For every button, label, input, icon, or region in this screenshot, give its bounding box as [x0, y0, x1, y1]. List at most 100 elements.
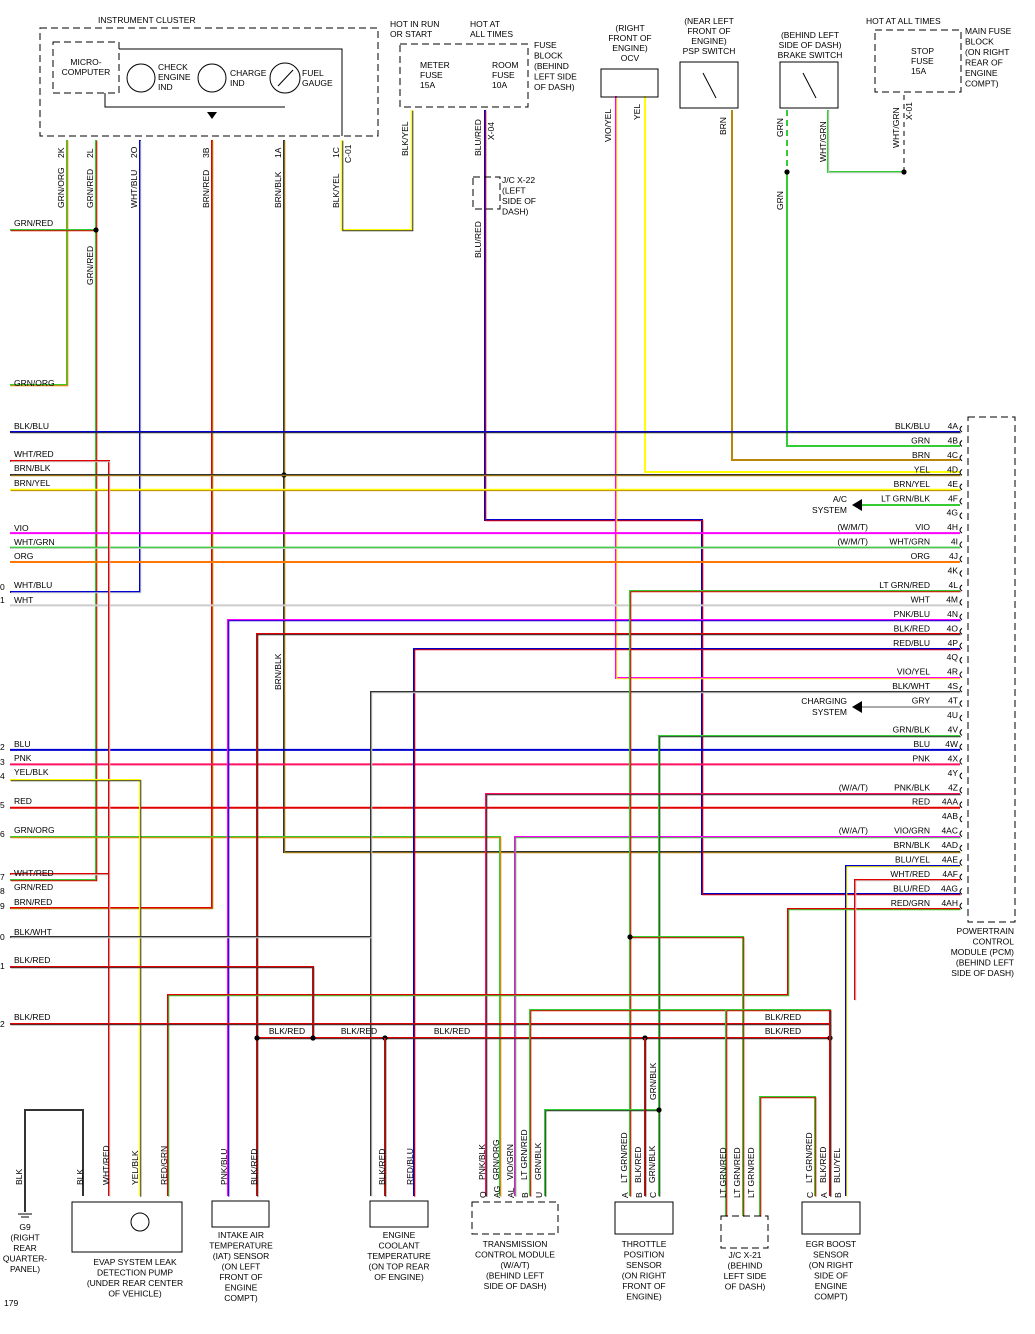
cluster-bus-wire — [119, 48, 343, 136]
main-fuse-block-label: ENGINE — [965, 68, 998, 78]
fuse-block-label: BLOCK — [534, 51, 563, 61]
wire-vio-grn — [514, 836, 960, 1196]
wire-wht-red-pcm-stripe — [855, 880, 961, 1001]
iat-sensor-label: (IAT) SENSOR — [213, 1251, 270, 1261]
wire-grn-blk-tcm-stripe — [545, 1110, 660, 1197]
wire-label-brn: BRN — [718, 117, 728, 135]
jc-x21-label: LEFT SIDE — [724, 1271, 767, 1281]
left-wire-label: BRN/BLK — [14, 463, 51, 473]
egr-wire-label: BLK/RED — [818, 1147, 828, 1183]
wire-pnk-blk-stripe — [486, 794, 961, 1197]
tcm-label: (BEHIND LEFT — [486, 1271, 544, 1281]
pcm-pin-4AH: 4AH — [941, 898, 958, 908]
g9-ground-label: QUARTER- — [3, 1254, 47, 1264]
left-wire-label: GRN/ORG — [14, 825, 55, 835]
wire-lt-grn-red-egr-stripe — [760, 1097, 817, 1217]
pcm-terminal-icon — [959, 729, 963, 736]
pcm-wire-label: VIO/YEL — [897, 667, 930, 677]
pcm-wire-label: BRN/BLK — [894, 840, 931, 850]
pcm-terminal-icon — [959, 642, 963, 650]
pcm-pin-4AB: 4AB — [942, 811, 958, 821]
pcm-terminal-icon — [959, 786, 963, 794]
wire-label-vio-yel: VIO/YEL — [603, 109, 613, 142]
pcm-terminal-icon — [959, 440, 963, 447]
wire-grn-org-lower-stripe — [10, 837, 502, 1197]
pcm-wire-label: LT GRN/BLK — [881, 493, 930, 503]
cluster-wire-label: BRN/BLK — [273, 171, 283, 208]
charge-lamp-icon — [197, 63, 227, 93]
wire-blk-red-1 — [10, 966, 314, 1038]
cluster-pin-2O: 2O — [129, 146, 139, 158]
pcm-pin-4U: 4U — [947, 710, 958, 720]
pcm-pin-4AD: 4AD — [941, 840, 958, 850]
pcm-terminal-icon — [959, 570, 963, 577]
pcm-pin-note: (W/M/T) — [837, 537, 868, 547]
splice-dot — [627, 934, 633, 940]
tcm-pin-U: U — [534, 1192, 544, 1198]
pcm-pin-4B: 4B — [948, 435, 959, 445]
ect-wire-label: BLK/RED — [377, 1149, 387, 1185]
g9-ground-label: PANEL) — [10, 1264, 40, 1274]
fuel-gauge-label: FUEL — [302, 68, 324, 78]
pcm-terminal-icon — [959, 526, 963, 534]
splice-dot — [310, 1035, 316, 1041]
tcm-wire-label: GRN/ORG — [491, 1139, 501, 1180]
tcm-pin-AG: AG — [492, 1186, 502, 1198]
evap-motor-icon — [130, 1212, 150, 1232]
wire-label-blu-red-lower: BLU/RED — [473, 221, 483, 258]
wire-grn-blk-tcm — [544, 1109, 659, 1196]
wires-layer — [10, 95, 961, 1217]
splice-dot — [254, 1035, 260, 1041]
wire-brn-blk-stripe — [284, 140, 961, 854]
pcm-wire-label: VIO — [915, 522, 930, 532]
jc-x21-label: J/C X-21 — [728, 1250, 761, 1260]
charging-system-label: CHARGING — [801, 696, 847, 706]
pcm-pin-4H: 4H — [947, 522, 958, 532]
pcm-pin-4A: 4A — [948, 421, 959, 431]
ocv-label: ENGINE) — [612, 43, 648, 53]
pcm-pin-4Z: 4Z — [948, 782, 958, 792]
left-wire-label: WHT/RED — [14, 868, 54, 878]
wire-blk-red-1-stripe — [10, 967, 315, 1039]
jc-x22-label: SIDE OF — [502, 196, 536, 206]
left-wire-label: WHT — [14, 595, 33, 605]
tcm-wire-label: VIO/GRN — [505, 1144, 515, 1180]
tcm-label: (W/A/T) — [500, 1260, 529, 1270]
pcm-pin-4F: 4F — [948, 493, 958, 503]
iat-sensor-label: TEMPERATURE — [209, 1241, 273, 1251]
tcm-pin-AL: AL — [506, 1187, 516, 1198]
check-engine-label: CHECK — [158, 62, 188, 72]
iat-sensor-label: INTAKE AIR — [218, 1230, 264, 1240]
fuel-gauge-icon — [269, 62, 301, 94]
wire-wht-red — [10, 460, 110, 1196]
pcm-terminal-icon — [959, 757, 963, 765]
pcm-label: POWERTRAIN — [957, 926, 1014, 936]
left-margin-number: 8 — [0, 886, 5, 896]
left-wire-label: ORG — [14, 551, 33, 561]
wire-label-grn-lower: GRN — [775, 191, 785, 210]
wire-lt-grn-red-egr — [759, 1096, 816, 1216]
main-fuse-block-label: COMPT) — [965, 79, 999, 89]
iat-wire-label: BLK/RED — [249, 1149, 259, 1185]
tps-label: ENGINE) — [626, 1292, 662, 1302]
tps-wire-label: BLK/RED — [633, 1147, 643, 1183]
wire-label-blk-g9: BLK — [14, 1169, 24, 1185]
pcm-pin-4C: 4C — [947, 450, 958, 460]
left-margin-number: 9 — [0, 901, 5, 911]
tcm-label: CONTROL MODULE — [475, 1250, 555, 1260]
ocv-label: FRONT OF — [608, 33, 651, 43]
evap-pump-label: OF VEHICLE) — [108, 1289, 162, 1299]
wire-red-grn-stripe — [168, 909, 961, 1197]
pcm-terminal-icon — [959, 859, 963, 866]
wire-grn-org — [10, 140, 68, 386]
egr-pin-A: A — [819, 1192, 829, 1198]
pcm-pin-4J: 4J — [949, 551, 958, 561]
pcm-wire-label: RED/GRN — [891, 898, 930, 908]
wire-wht-grn-brake-stripe — [828, 110, 905, 174]
pcm-wire-label: BLU — [913, 739, 930, 749]
hot-at-all-times-label: HOT AT — [470, 19, 500, 29]
left-wire-label: BLK/RED — [14, 1012, 50, 1022]
tps-pin-C: C — [648, 1192, 658, 1198]
splice-dot — [656, 1107, 662, 1113]
